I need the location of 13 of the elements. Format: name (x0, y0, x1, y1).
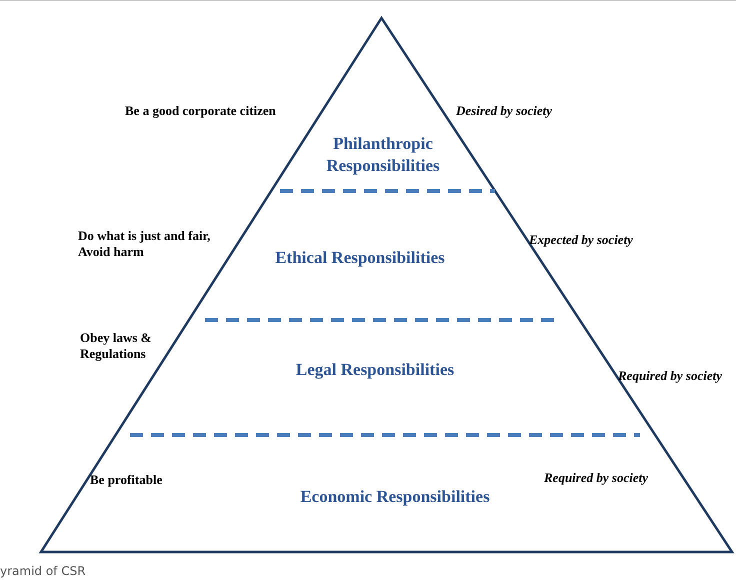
responsibility-description: Be a good corporate citizen (125, 103, 277, 120)
society-expectation: Desired by society (456, 103, 554, 120)
society-expectation: Required by society (618, 368, 723, 384)
figure-caption: yramid of CSR (0, 564, 86, 578)
responsibility-description: Be profitable (90, 472, 164, 488)
responsibility-description: Obey laws & Regulations (80, 330, 152, 362)
society-expectation: Required by society (544, 470, 649, 486)
pyramid-tier-label: Philanthropic Responsibilities (280, 128, 486, 182)
responsibility-description: Do what is just and fair, Avoid harm (78, 228, 212, 260)
pyramid-tier-label: Ethical Responsibilities (268, 230, 452, 286)
society-expectation: Expected by society (529, 232, 634, 248)
pyramid-tier-label: Legal Responsibilities (255, 355, 495, 385)
pyramid-tier-label: Economic Responsibilities (265, 482, 525, 512)
